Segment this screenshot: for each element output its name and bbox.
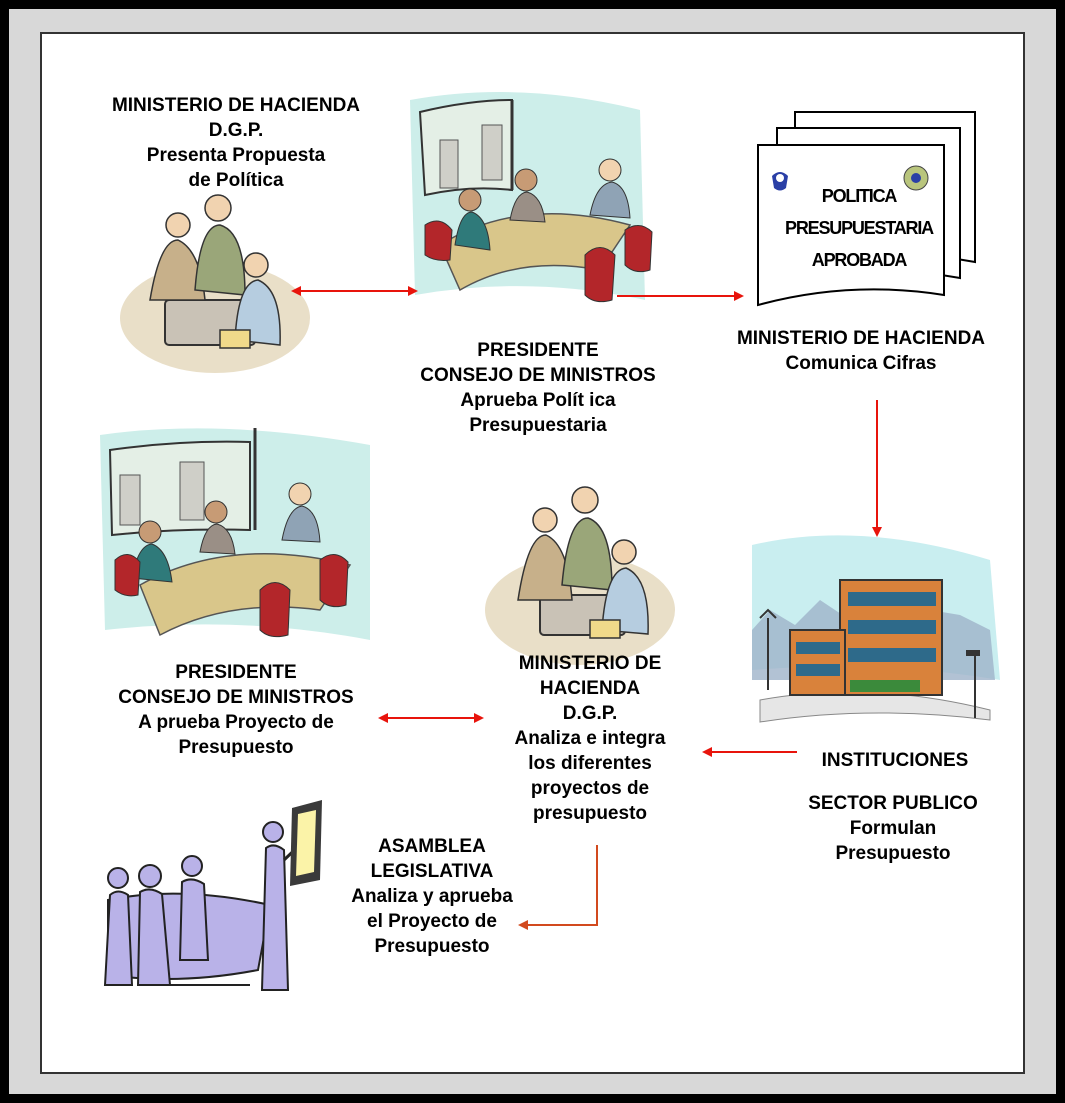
label-line: Presupuestaria [469,415,607,436]
label-line: PRESIDENTE [477,340,599,361]
label-line: Presupuesto [374,936,490,957]
label-line: ASAMBLEA [378,836,486,857]
label-sector-publico: SECTOR PUBLICO Formulan Presupuesto [788,791,998,866]
label-line: Analiza y aprueba [351,886,513,907]
label-line: Formulan [849,818,937,839]
label-line: POLITICA [821,186,898,206]
label-line: Analiza e integra [514,728,666,749]
label-instituciones: INSTITUCIONES [795,748,995,773]
label-mh-propuesta: MINISTERIO DE HACIENDA D.G.P. Presenta P… [76,93,396,193]
label-line: proyectos de [530,778,650,799]
label-line: Comunica Cifras [785,353,937,374]
label-line: INSTITUCIONES [821,750,969,771]
label-line: PRESIDENTE [175,662,297,683]
politica-document-label: POLITICA PRESUPUESTARIA APROBADA [772,180,946,276]
label-line: PRESUPUESTARIA [785,218,934,238]
label-line: presupuesto [532,803,648,824]
label-line: CONSEJO DE MINISTROS [118,687,354,708]
connectors [291,286,882,930]
label-line: CONSEJO DE MINISTROS [420,365,656,386]
label-mh-comunica: MINISTERIO DE HACIENDA Comunica Cifras [705,326,1017,376]
label-presidente-aprueba-proyecto: PRESIDENTE CONSEJO DE MINISTROS A prueba… [86,660,386,760]
office-building-clipart [752,535,1000,723]
label-line: HACIENDA [539,678,641,699]
label-presidente-aprueba-politica: PRESIDENTE CONSEJO DE MINISTROS Aprueba … [390,338,686,438]
label-line: MINISTERIO DE HACIENDA [736,328,986,349]
label-line: de Política [188,170,284,191]
label-line: el Proyecto de [367,911,497,932]
label-line: LEGISLATIVA [370,861,494,882]
label-line: APROBADA [811,250,908,270]
people-at-laptop-clipart [120,194,310,373]
people-at-laptop-clipart [485,486,675,665]
label-line: D.G.P. [562,703,618,724]
label-line: Presenta Propuesta [146,145,326,166]
document-stack-with-seals [757,111,976,307]
label-line: los diferentes [528,753,652,774]
presentation-audience-clipart [103,800,322,991]
label-line: A prueba Proyecto de [138,712,334,733]
label-line: MINISTERIO DE HACIENDA [111,95,361,116]
meeting-room-clipart [410,92,653,303]
label-asamblea: ASAMBLEA LEGISLATIVA Analiza y aprueba e… [322,834,542,959]
label-line: D.G.P. [208,120,264,141]
meeting-room-clipart [100,428,370,640]
label-line: Presupuesto [178,737,294,758]
label-line: Aprueba Polít ica [460,390,616,411]
label-line: MINISTERIO DE [518,653,662,674]
label-mh-analiza: MINISTERIO DE HACIENDA D.G.P. Analiza e … [490,651,690,826]
edge-analiza-asamblea [518,845,598,930]
label-line: Presupuesto [835,843,951,864]
label-line: SECTOR PUBLICO [808,793,978,814]
